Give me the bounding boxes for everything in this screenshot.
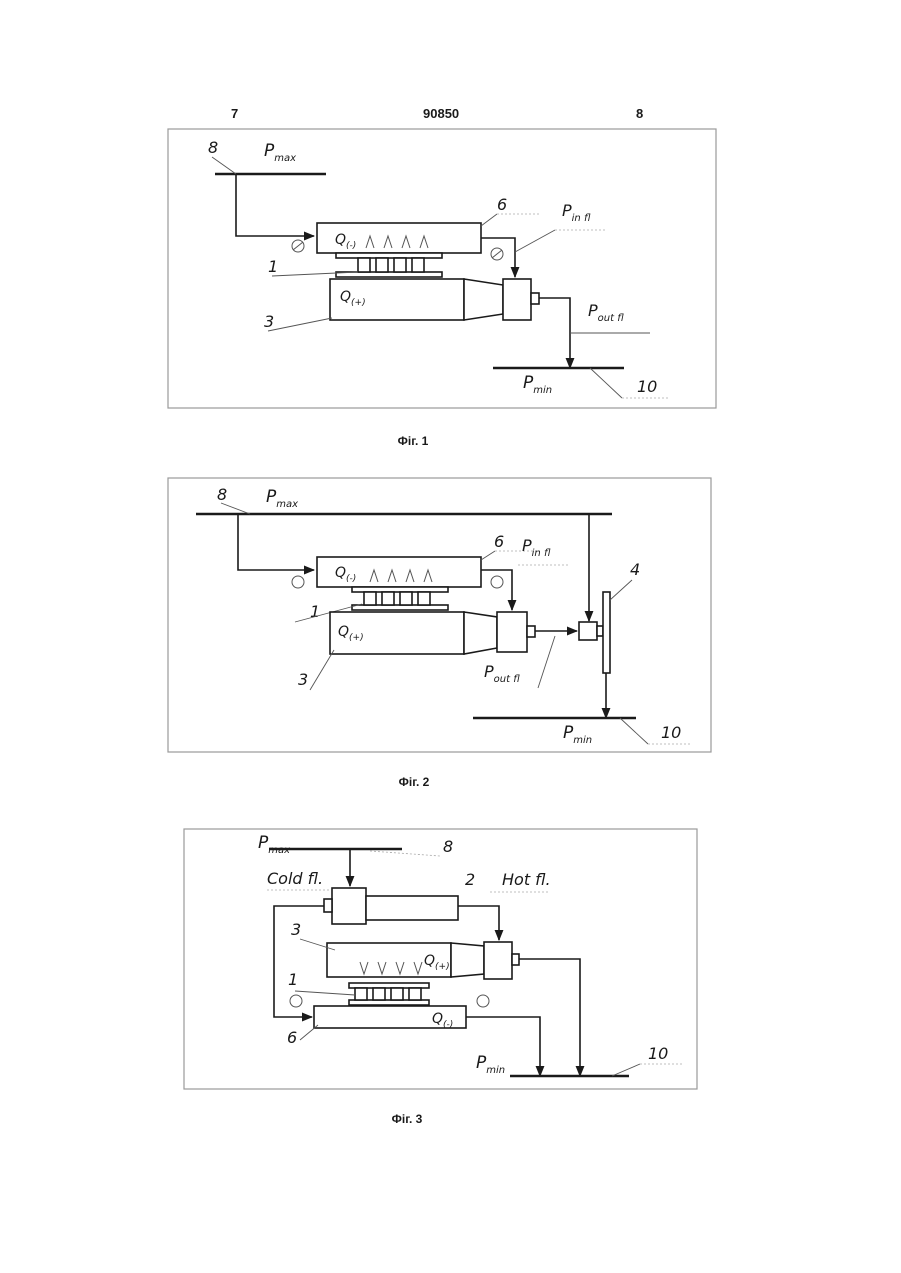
hot-pipe xyxy=(458,906,499,940)
label-6: 6 xyxy=(287,1028,297,1047)
cold-outlet xyxy=(324,899,332,912)
nozzle xyxy=(451,943,484,977)
leader-6 xyxy=(300,1025,318,1040)
terminal-icon xyxy=(477,995,489,1007)
converter-block xyxy=(484,942,512,979)
label-hot: Hot fl. xyxy=(502,870,551,889)
leader-10 xyxy=(612,1064,640,1076)
te-leg xyxy=(355,988,367,1000)
label-2: 2 xyxy=(465,870,475,889)
label-1: 1 xyxy=(288,970,298,989)
vortex-tube-2 xyxy=(366,896,458,920)
converter-shaft xyxy=(512,954,519,965)
te-leg xyxy=(409,988,421,1000)
vortex-inlet xyxy=(332,888,366,924)
figure-3-caption: Фіг. 3 xyxy=(367,1112,447,1126)
label-8: 8 xyxy=(443,837,453,856)
te-leg xyxy=(373,988,385,1000)
label-pmin: Pmin xyxy=(476,1053,505,1076)
label-3: 3 xyxy=(291,920,301,939)
label-pmax: Pmax xyxy=(258,833,290,856)
label-cold: Cold fl. xyxy=(267,869,323,888)
te-leg xyxy=(391,988,403,1000)
terminal-icon xyxy=(290,995,302,1007)
leader-1 xyxy=(295,991,355,995)
label-10: 10 xyxy=(648,1044,668,1063)
